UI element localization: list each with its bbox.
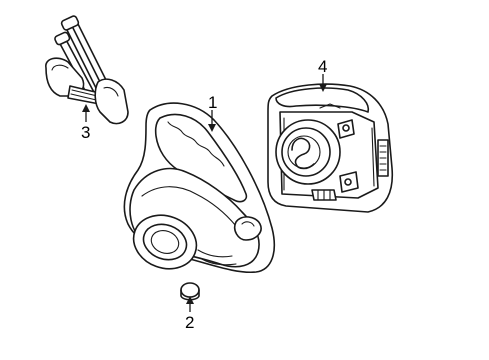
callout-1: 1 <box>208 93 217 112</box>
callout-2: 2 <box>185 313 194 332</box>
steering-wheel <box>123 102 276 274</box>
leader-4 <box>319 74 327 92</box>
leader-1 <box>208 110 216 132</box>
airbag-module <box>267 83 394 213</box>
switch-assembly <box>45 15 129 125</box>
leader-2 <box>186 296 194 312</box>
callout-3: 3 <box>81 123 90 142</box>
callout-4: 4 <box>318 57 327 76</box>
leader-3 <box>82 104 90 122</box>
